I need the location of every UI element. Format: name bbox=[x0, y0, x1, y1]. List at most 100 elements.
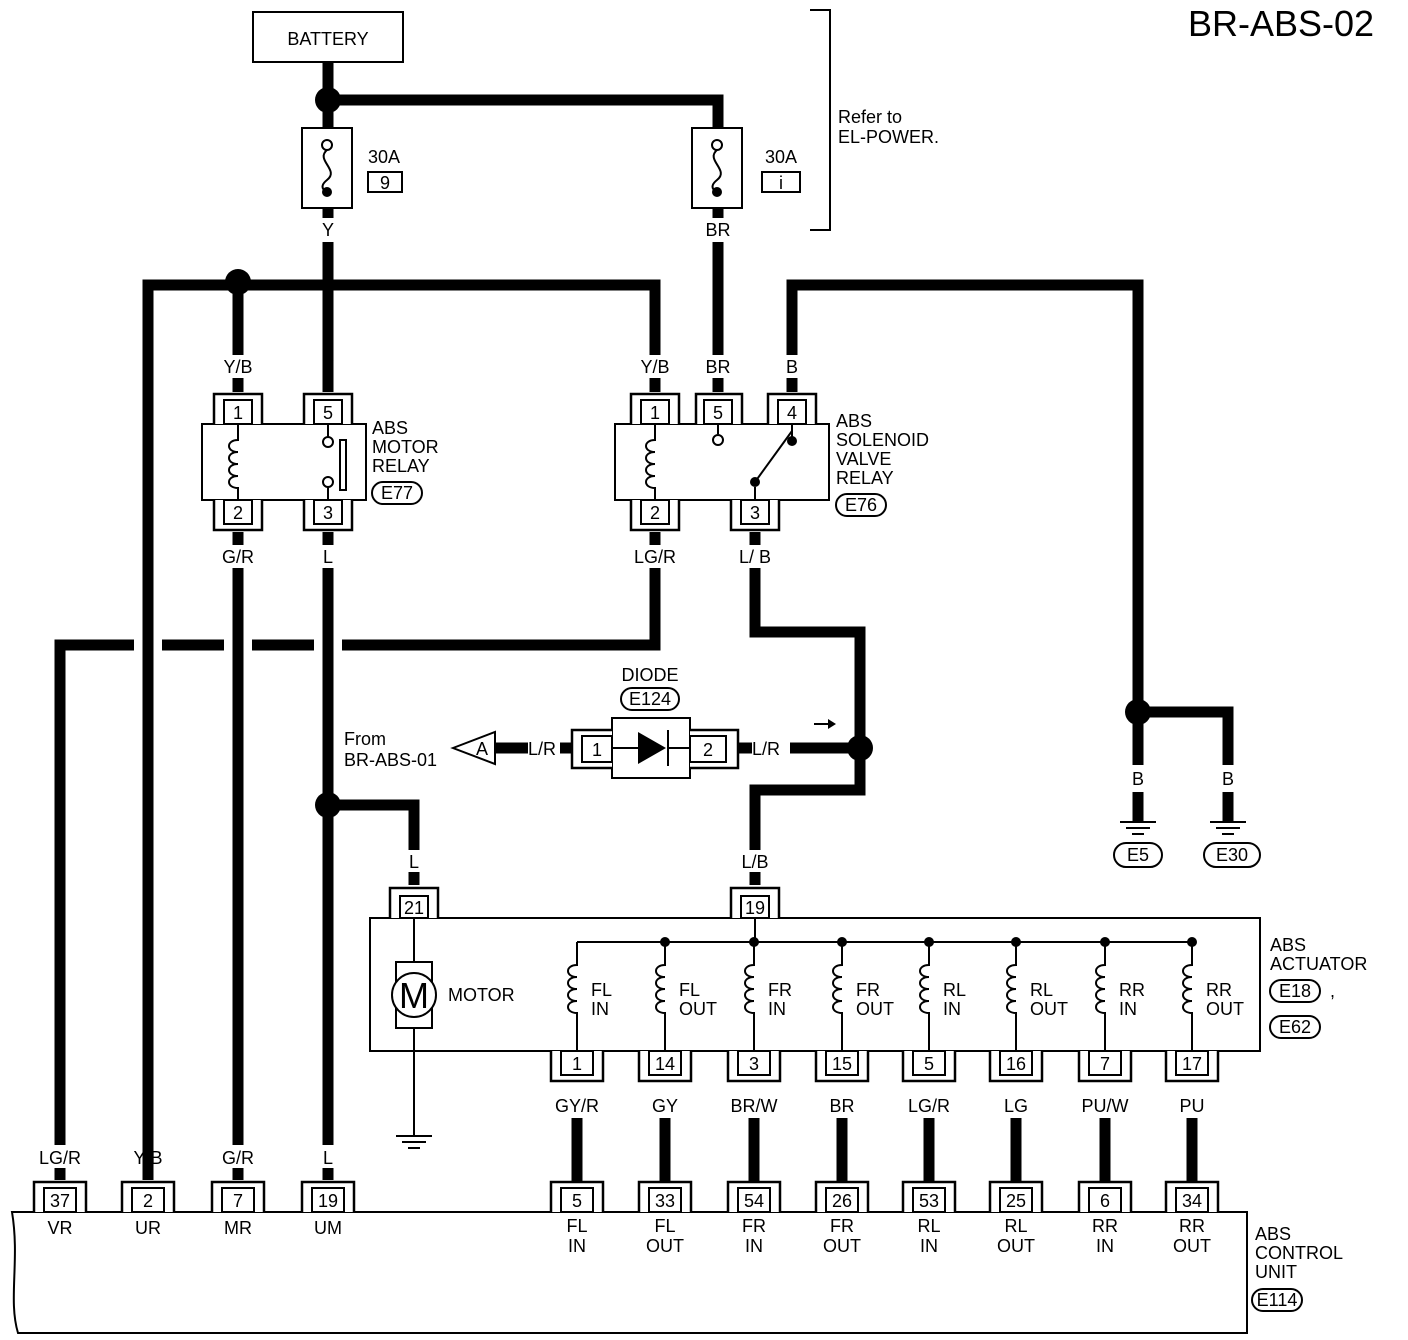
control-unit-pin-number: 19 bbox=[318, 1191, 338, 1211]
solenoid-relay-wire-1: Y/B bbox=[640, 357, 669, 377]
actuator-pin-19: 19 bbox=[745, 898, 765, 918]
coil-label-line2: OUT bbox=[856, 999, 894, 1019]
actuator-pin-wire: LG bbox=[1004, 1096, 1028, 1116]
diode-pin-2: 2 bbox=[703, 740, 713, 760]
actuator-pin-number: 5 bbox=[924, 1054, 934, 1074]
actuator-pin-number: 15 bbox=[832, 1054, 852, 1074]
control-unit-pin-label-2: IN bbox=[920, 1236, 938, 1256]
control-unit-pin-label-2: OUT bbox=[823, 1236, 861, 1256]
control-unit-pin-number: 34 bbox=[1182, 1191, 1202, 1211]
ground-e30-connector: E30 bbox=[1216, 845, 1248, 865]
control-unit-pin-box bbox=[825, 1187, 859, 1213]
coil-label-line1: RL bbox=[943, 980, 966, 1000]
solenoid-relay-name-4: RELAY bbox=[836, 468, 894, 488]
battery-label: BATTERY bbox=[287, 29, 368, 49]
coil-label-line1: FR bbox=[768, 980, 792, 1000]
solenoid-relay-wire-3: L/ B bbox=[739, 547, 771, 567]
actuator-pin-number: 17 bbox=[1182, 1054, 1202, 1074]
control-unit-pin-label-1: FR bbox=[830, 1216, 854, 1236]
control-unit-pin-box bbox=[1175, 1187, 1209, 1213]
refer-line-2: EL-POWER. bbox=[838, 127, 939, 147]
motor-relay-wire-3: L bbox=[323, 547, 333, 567]
coil-label-line1: FR bbox=[856, 980, 880, 1000]
motor-relay-connector: E77 bbox=[381, 483, 413, 503]
motor-relay-wire-2: G/R bbox=[222, 547, 254, 567]
motor-relay-pin-3: 3 bbox=[323, 503, 333, 523]
control-unit-pin-label-2: IN bbox=[745, 1236, 763, 1256]
solenoid-relay-pin-5: 5 bbox=[713, 403, 723, 423]
solenoid-relay-wire-5: BR bbox=[705, 357, 730, 377]
actuator-pin-21: 21 bbox=[404, 898, 424, 918]
coil-label-line2: IN bbox=[1119, 999, 1137, 1019]
control-unit-pin-box bbox=[221, 1187, 255, 1213]
coil-label-line1: FL bbox=[679, 980, 700, 1000]
splice-dots bbox=[225, 87, 1151, 818]
actuator-pin-box bbox=[1175, 1050, 1209, 1076]
actuator-pin-box bbox=[648, 1050, 682, 1076]
actuator-common-wire: L/B bbox=[741, 852, 768, 872]
actuator-pin-box bbox=[560, 1050, 594, 1076]
actuator-connector-e62: E62 bbox=[1279, 1017, 1311, 1037]
coil-label-line1: RR bbox=[1119, 980, 1145, 1000]
diode: DIODE E124 1 2 L/R L/R A From BR-ABS-01 bbox=[344, 665, 836, 779]
control-unit-pin-label-1: RR bbox=[1179, 1216, 1205, 1236]
actuator-pin-box bbox=[912, 1050, 946, 1076]
diode-connector: E124 bbox=[629, 689, 671, 709]
actuator-pin-wire: GY/R bbox=[555, 1096, 599, 1116]
control-unit-pin-box bbox=[912, 1187, 946, 1213]
fuse-i-wire: BR bbox=[705, 220, 730, 240]
control-unit-pin-number: 7 bbox=[233, 1191, 243, 1211]
actuator-name-2: ACTUATOR bbox=[1270, 954, 1367, 974]
motor-relay-pin-2: 2 bbox=[233, 503, 243, 523]
solenoid-relay-wire-4: B bbox=[786, 357, 798, 377]
control-unit-pin-label-1: FL bbox=[654, 1216, 675, 1236]
control-unit-name-2: CONTROL bbox=[1255, 1243, 1343, 1263]
actuator-connector-e18: E18 bbox=[1279, 981, 1311, 1001]
control-unit-pin-box bbox=[311, 1187, 345, 1213]
coil-label-line2: OUT bbox=[1206, 999, 1244, 1019]
diode-wire-right: L/R bbox=[752, 739, 780, 759]
control-unit-pin-number: 2 bbox=[143, 1191, 153, 1211]
fuse-i: 30A i BR bbox=[691, 127, 801, 240]
control-unit-pin-label: UR bbox=[135, 1218, 161, 1238]
actuator-connector-separator: , bbox=[1330, 981, 1335, 1001]
motor-relay-pin-5: 5 bbox=[323, 403, 333, 423]
control-unit-name-1: ABS bbox=[1255, 1224, 1291, 1244]
solenoid-relay-name-3: VALVE bbox=[836, 449, 891, 469]
control-unit-pin-number: 25 bbox=[1006, 1191, 1026, 1211]
actuator-pin-wire: GY bbox=[652, 1096, 678, 1116]
actuator-pin-number: 14 bbox=[655, 1054, 675, 1074]
solenoid-relay-name-2: SOLENOID bbox=[836, 430, 929, 450]
motor-symbol: M bbox=[399, 975, 429, 1016]
refer-line-1: Refer to bbox=[838, 107, 902, 127]
ground-e30-wire: B bbox=[1222, 769, 1234, 789]
control-unit-pin-number: 54 bbox=[744, 1191, 764, 1211]
page-title: BR-ABS-02 bbox=[1188, 3, 1374, 44]
fuse-9-wire: Y bbox=[322, 220, 334, 240]
actuator-pin-number: 7 bbox=[1100, 1054, 1110, 1074]
actuator-name-1: ABS bbox=[1270, 935, 1306, 955]
coil-label-line1: FL bbox=[591, 980, 612, 1000]
motor-relay-name-2: MOTOR bbox=[372, 437, 439, 457]
from-arrow-letter: A bbox=[476, 739, 488, 759]
actuator-pin-wire: BR bbox=[829, 1096, 854, 1116]
actuator-pin-wire: PU/W bbox=[1082, 1096, 1129, 1116]
abs-actuator: L L/B 21 19 M MOTOR FLIN1GY/RFLOUT14GYFR… bbox=[369, 852, 1367, 1149]
control-unit-pin-label-1: FL bbox=[566, 1216, 587, 1236]
control-unit-pin-box bbox=[737, 1187, 771, 1213]
from-label-1: From bbox=[344, 729, 386, 749]
solenoid-relay-connector: E76 bbox=[845, 495, 877, 515]
ground-e5-wire: B bbox=[1132, 769, 1144, 789]
diode-label: DIODE bbox=[621, 665, 678, 685]
solenoid-relay-pin-4: 4 bbox=[787, 403, 797, 423]
